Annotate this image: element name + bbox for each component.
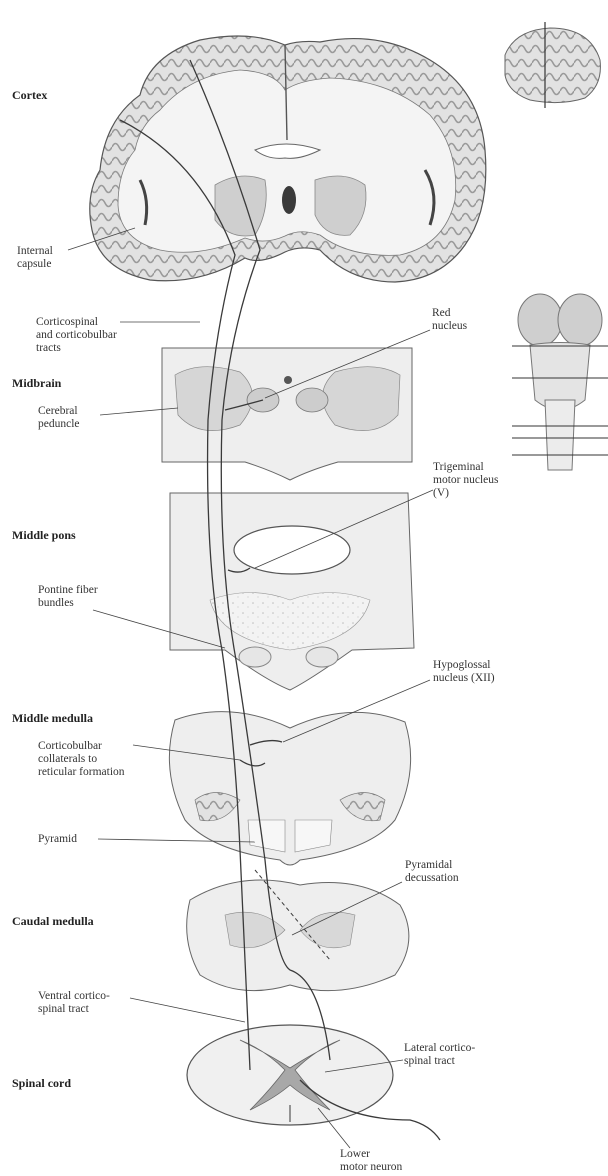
label-lateral-corticospinal-tract: Lateral cortico- spinal tract xyxy=(404,1042,475,1068)
label-hypoglossal-nucleus: Hypoglossal nucleus (XII) xyxy=(433,659,495,685)
label-internal-capsule: Internal capsule xyxy=(17,245,53,271)
label-pontine-fiber-bundles: Pontine fiber bundles xyxy=(38,584,98,610)
label-ventral-corticospinal-tract: Ventral cortico- spinal tract xyxy=(38,990,110,1016)
third-ventricle xyxy=(282,186,296,214)
cortex-section xyxy=(90,36,486,282)
label-corticobulbar-collaterals: Corticobulbar collaterals to reticular f… xyxy=(38,740,125,779)
label-corticospinal-tracts: Corticospinal and corticobulbar tracts xyxy=(36,316,117,355)
midbrain-section xyxy=(162,348,412,480)
level-midbrain: Midbrain xyxy=(12,376,61,391)
label-cerebral-peduncle: Cerebral peduncle xyxy=(38,405,80,431)
label-lower-motor-neuron: Lower motor neuron xyxy=(340,1148,402,1174)
label-trigeminal-motor-nucleus: Trigeminal motor nucleus (V) xyxy=(433,461,498,500)
level-caudal-medulla: Caudal medulla xyxy=(12,914,94,929)
middle-medulla-section xyxy=(169,712,410,865)
brainstem-thumbnail xyxy=(512,294,608,470)
label-red-nucleus: Red nucleus xyxy=(432,307,467,333)
pons-section xyxy=(170,493,414,690)
spinal-cord-section xyxy=(187,1025,393,1125)
fourth-ventricle xyxy=(234,526,350,574)
label-pyramid: Pyramid xyxy=(38,833,77,846)
lateral-brain-thumbnail xyxy=(505,22,600,108)
level-middle-pons: Middle pons xyxy=(12,528,76,543)
level-cortex: Cortex xyxy=(12,88,47,103)
level-middle-medulla: Middle medulla xyxy=(12,711,93,726)
label-pyramidal-decussation: Pyramidal decussation xyxy=(405,859,459,885)
level-spinal-cord: Spinal cord xyxy=(12,1076,71,1091)
